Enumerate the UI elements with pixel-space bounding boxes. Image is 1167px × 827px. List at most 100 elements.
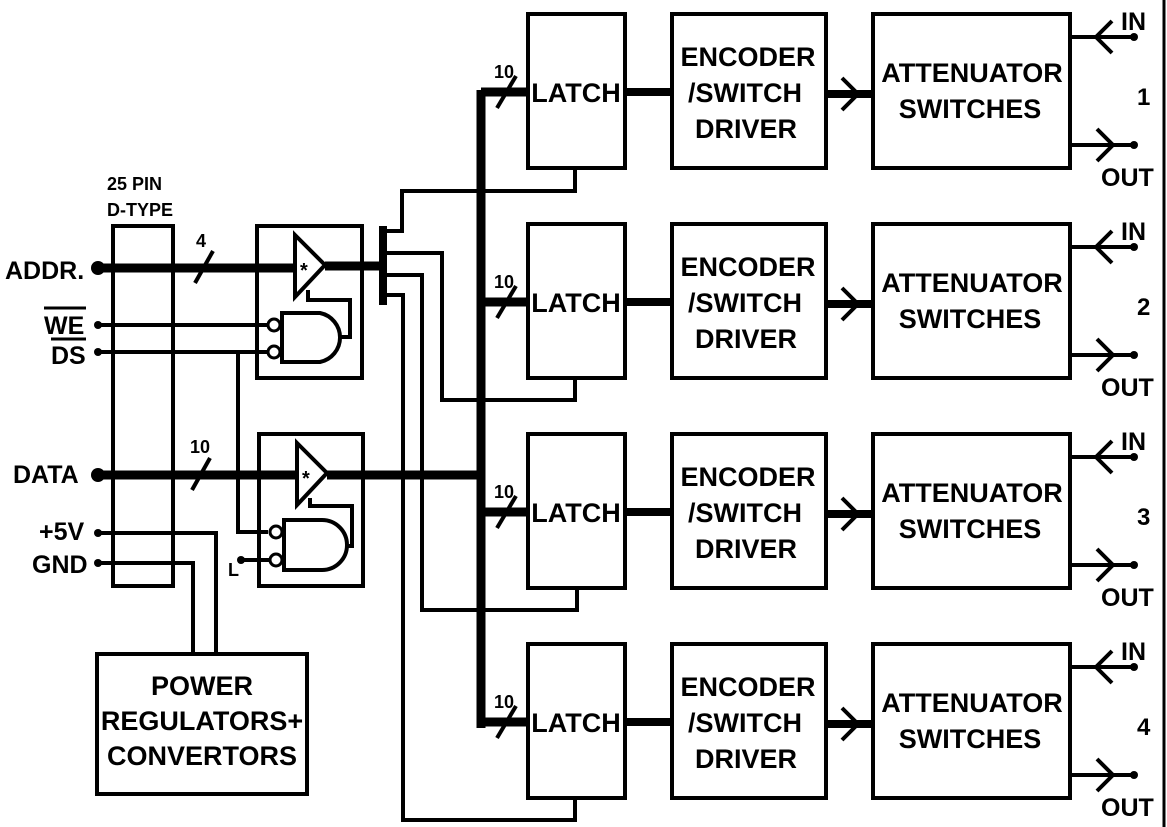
latch-bus-slash (495, 704, 518, 740)
data-buffer-block: * (257, 432, 365, 588)
channels: 10LATCHENCODER/SWITCHDRIVERATTENUATORSWI… (481, 8, 1154, 822)
latch-bus-width: 10 (494, 482, 514, 502)
rf-out-pin (1130, 771, 1138, 779)
latch-bus-width: 10 (494, 692, 514, 712)
encoder-block (670, 222, 828, 380)
addr-bus-slash (193, 250, 215, 284)
data-label: DATA (13, 461, 79, 489)
latch1-enable-wire (383, 168, 577, 233)
attenuator-block (871, 222, 1072, 380)
rf-in-label: IN (1121, 638, 1146, 666)
rf-out-pin (1130, 141, 1138, 149)
rf-out-label: OUT (1101, 584, 1154, 612)
in-arrow-icon (1093, 439, 1114, 475)
latch-bus-slash (495, 494, 518, 530)
attenuator-label-2: SWITCHES (899, 724, 1042, 754)
encoder-label-1: ENCODER (680, 672, 815, 702)
encoder-label-1: ENCODER (680, 42, 815, 72)
latch-bus-width: 10 (494, 272, 514, 292)
arrow-icon (840, 286, 861, 322)
arrow-icon (840, 706, 861, 742)
power-regulators-block (95, 652, 309, 796)
attenuator-label-1: ATTENUATOR (881, 58, 1063, 88)
gnd-label: GND (32, 551, 88, 579)
encoder-label-3: DRIVER (695, 324, 797, 354)
attenuator-block (871, 12, 1072, 170)
attenuator-label-2: SWITCHES (899, 304, 1042, 334)
connector-label-1: 25 PIN (107, 174, 162, 194)
channel-number: 4 (1137, 714, 1151, 741)
latch2-enable-wire (383, 251, 577, 402)
latch-block (526, 222, 627, 380)
l-label: L (228, 560, 239, 580)
d-type-connector (111, 224, 175, 588)
latch-bus-width: 10 (494, 62, 514, 82)
latch-label: LATCH (531, 498, 620, 528)
addr-buffer-triangle (293, 230, 328, 303)
we-invert-bubble (266, 317, 282, 333)
connector-label-2: D-TYPE (107, 200, 173, 220)
rf-in-label: IN (1121, 428, 1146, 456)
channel-number: 1 (1137, 84, 1150, 111)
ds-label: DS (51, 342, 86, 370)
in-arrow-icon (1093, 19, 1114, 55)
rf-out-label: OUT (1101, 164, 1154, 192)
attenuator-block (871, 642, 1072, 800)
latch-block (526, 432, 627, 590)
channel-number: 3 (1137, 504, 1150, 531)
encoder-block (670, 12, 828, 170)
data-and-gate (282, 518, 349, 572)
encoder-label-1: ENCODER (680, 252, 815, 282)
gnd-wire (98, 561, 195, 653)
addr-buffer-block: * (255, 224, 364, 380)
l-invert-bubble (268, 552, 284, 568)
v5-wire (98, 531, 218, 653)
rf-out-pin (1130, 351, 1138, 359)
rf-in-label: IN (1121, 8, 1146, 36)
encoder-label-2: /SWITCH (688, 78, 802, 108)
rf-out-label: OUT (1101, 374, 1154, 402)
latch-label: LATCH (531, 78, 620, 108)
data-bus-slash (190, 457, 212, 491)
latch-block (526, 12, 627, 170)
attenuator-label-1: ATTENUATOR (881, 478, 1063, 508)
we-label: WE (44, 312, 84, 340)
encoder-label-2: /SWITCH (688, 708, 802, 738)
power-label-1: POWER (151, 671, 253, 701)
encoder-label-3: DRIVER (695, 534, 797, 564)
latch4-enable-wire (383, 293, 577, 822)
out-arrow-icon (1095, 547, 1116, 583)
attenuator-block (871, 432, 1072, 590)
rf-out-pin (1130, 561, 1138, 569)
encoder-label-2: /SWITCH (688, 288, 802, 318)
channel-number: 2 (1137, 294, 1150, 321)
rf-in-pin (1130, 33, 1138, 41)
encoder-label-3: DRIVER (695, 744, 797, 774)
addr-and-gate (280, 311, 342, 364)
latch-bus-slash (495, 284, 518, 320)
l-pin (237, 556, 245, 564)
latch3-enable-wire (383, 273, 579, 612)
addr-bus-width: 4 (196, 231, 206, 251)
data-buffer-symbol: * (302, 468, 310, 490)
attenuator-label-1: ATTENUATOR (881, 688, 1063, 718)
data-buffer-triangle (295, 438, 330, 511)
attenuator-label-2: SWITCHES (899, 94, 1042, 124)
out-arrow-icon (1095, 337, 1116, 373)
data-bus-width: 10 (190, 437, 210, 457)
attenuator-label-1: ATTENUATOR (881, 268, 1063, 298)
arrow-icon (840, 76, 861, 112)
rf-in-pin (1130, 243, 1138, 251)
latch-label: LATCH (531, 708, 620, 738)
in-arrow-icon (1093, 649, 1114, 685)
arrow-icon (840, 496, 861, 532)
rf-in-pin (1130, 453, 1138, 461)
rf-in-label: IN (1121, 218, 1146, 246)
latch-label: LATCH (531, 288, 620, 318)
ds2-invert-bubble (268, 524, 284, 540)
power-label-2: REGULATORS+ (101, 706, 303, 736)
attenuator-label-2: SWITCHES (899, 514, 1042, 544)
rf-out-label: OUT (1101, 794, 1154, 822)
power-label-3: CONVERTORS (107, 741, 297, 771)
out-arrow-icon (1095, 127, 1116, 163)
